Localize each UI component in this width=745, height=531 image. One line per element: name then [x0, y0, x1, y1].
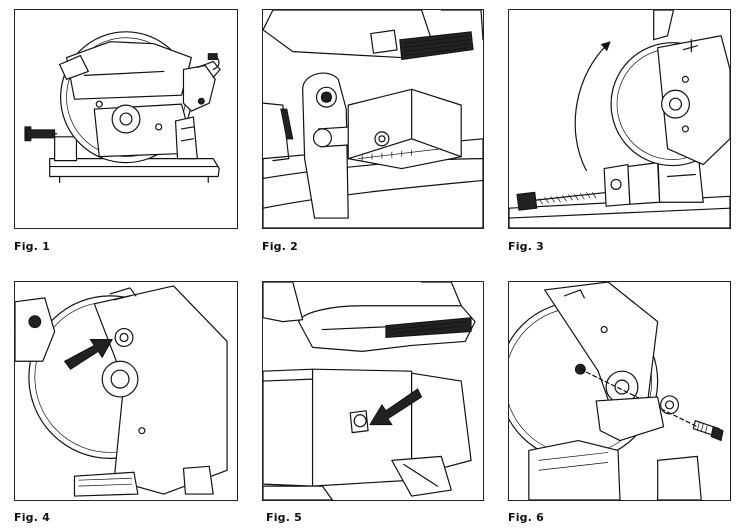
lock-pin-bracket-illustration [263, 10, 483, 228]
raise-head-illustration [509, 10, 730, 228]
figure-4-panel [14, 281, 238, 501]
figure-2-caption: Fig. 2 [262, 240, 299, 253]
figure-3-caption: Fig. 3 [508, 240, 545, 253]
figure-3-panel [508, 9, 731, 229]
figure-5-caption: Fig. 5 [266, 511, 303, 524]
figure-5-panel [262, 281, 484, 501]
figure-6-caption: Fig. 6 [508, 511, 545, 524]
spindle-lock-illustration [263, 282, 476, 500]
figure-6-panel [508, 281, 731, 501]
guard-screw-illustration [15, 285, 228, 497]
figure-1-panel [14, 9, 238, 229]
figure-4-caption: Fig. 4 [14, 511, 51, 524]
figure-1-caption: Fig. 1 [14, 240, 51, 253]
figure-2-panel [262, 9, 484, 229]
saw-overview-illustration [24, 31, 221, 184]
blade-bolt-exploded-illustration [509, 282, 724, 500]
